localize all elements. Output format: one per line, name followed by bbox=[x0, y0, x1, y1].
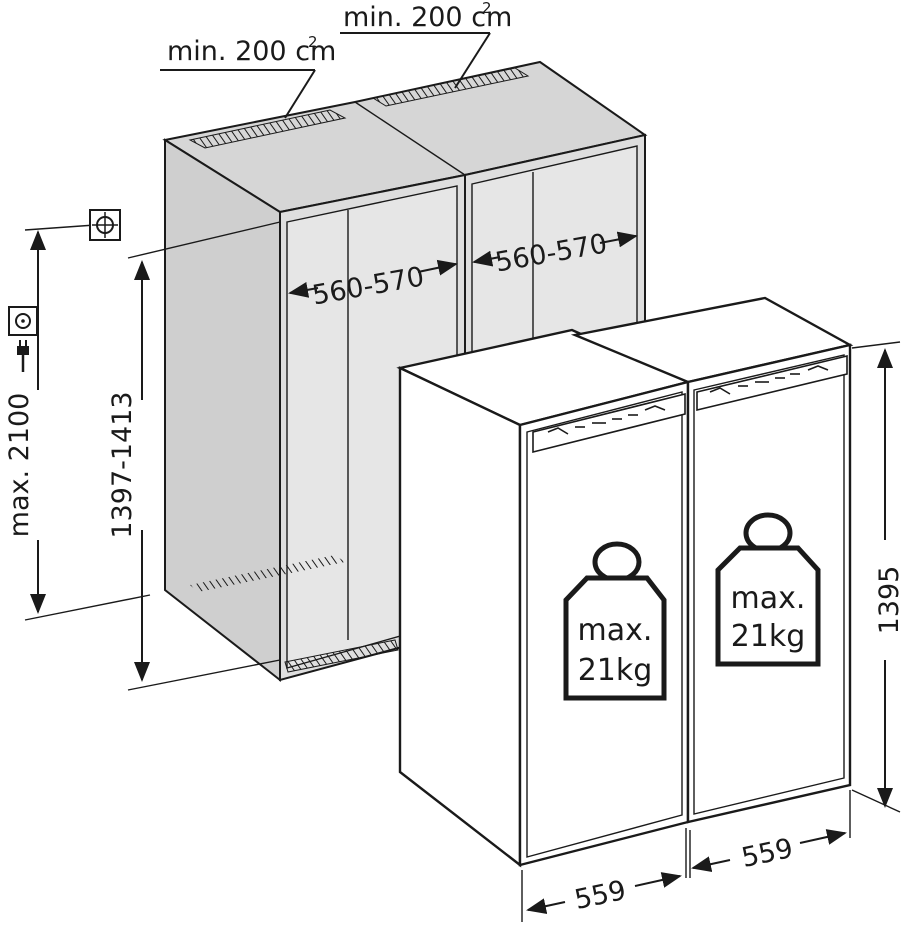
floor-vent-front bbox=[284, 639, 399, 673]
niche-left-side bbox=[164, 138, 281, 683]
load-right-line1: max. bbox=[731, 581, 806, 616]
floor-vent-rear bbox=[190, 555, 345, 592]
weight-icon: max. 21kg bbox=[715, 512, 821, 667]
water-connection-icon bbox=[89, 209, 121, 241]
appliance-height-text: 1395 bbox=[874, 566, 905, 635]
appliance-width-left-text: 559 bbox=[572, 875, 629, 916]
load-left-line2: 21kg bbox=[578, 653, 653, 688]
appliance-width-right-text: 559 bbox=[739, 833, 796, 874]
appliance-height-dim: 1395 bbox=[851, 341, 905, 813]
vent-left-sup: 2 bbox=[308, 33, 318, 51]
vent-right-text: min. 200 cm bbox=[343, 2, 512, 33]
vent-right-sup: 2 bbox=[482, 0, 492, 17]
load-right-line2: 21kg bbox=[731, 619, 806, 654]
socket-icon bbox=[8, 306, 38, 336]
load-left-line1: max. bbox=[578, 613, 653, 648]
outlet-height-dim: max. 2100 bbox=[4, 224, 151, 621]
top-vent-left bbox=[188, 109, 347, 149]
vent-label-right: min. 200 cm 2 bbox=[340, 0, 512, 89]
vent-label-left: min. 200 cm 2 bbox=[160, 33, 336, 119]
top-vent-right bbox=[371, 67, 530, 107]
vent-left-text: min. 200 cm bbox=[167, 36, 336, 67]
outlet-height-text: max. 2100 bbox=[4, 393, 35, 538]
niche-height-text: 1397-1413 bbox=[107, 391, 138, 538]
niche-height-dim: 1397-1413 bbox=[107, 221, 281, 691]
weight-icon: max. 21kg bbox=[563, 541, 667, 701]
plug-icon bbox=[17, 340, 29, 372]
